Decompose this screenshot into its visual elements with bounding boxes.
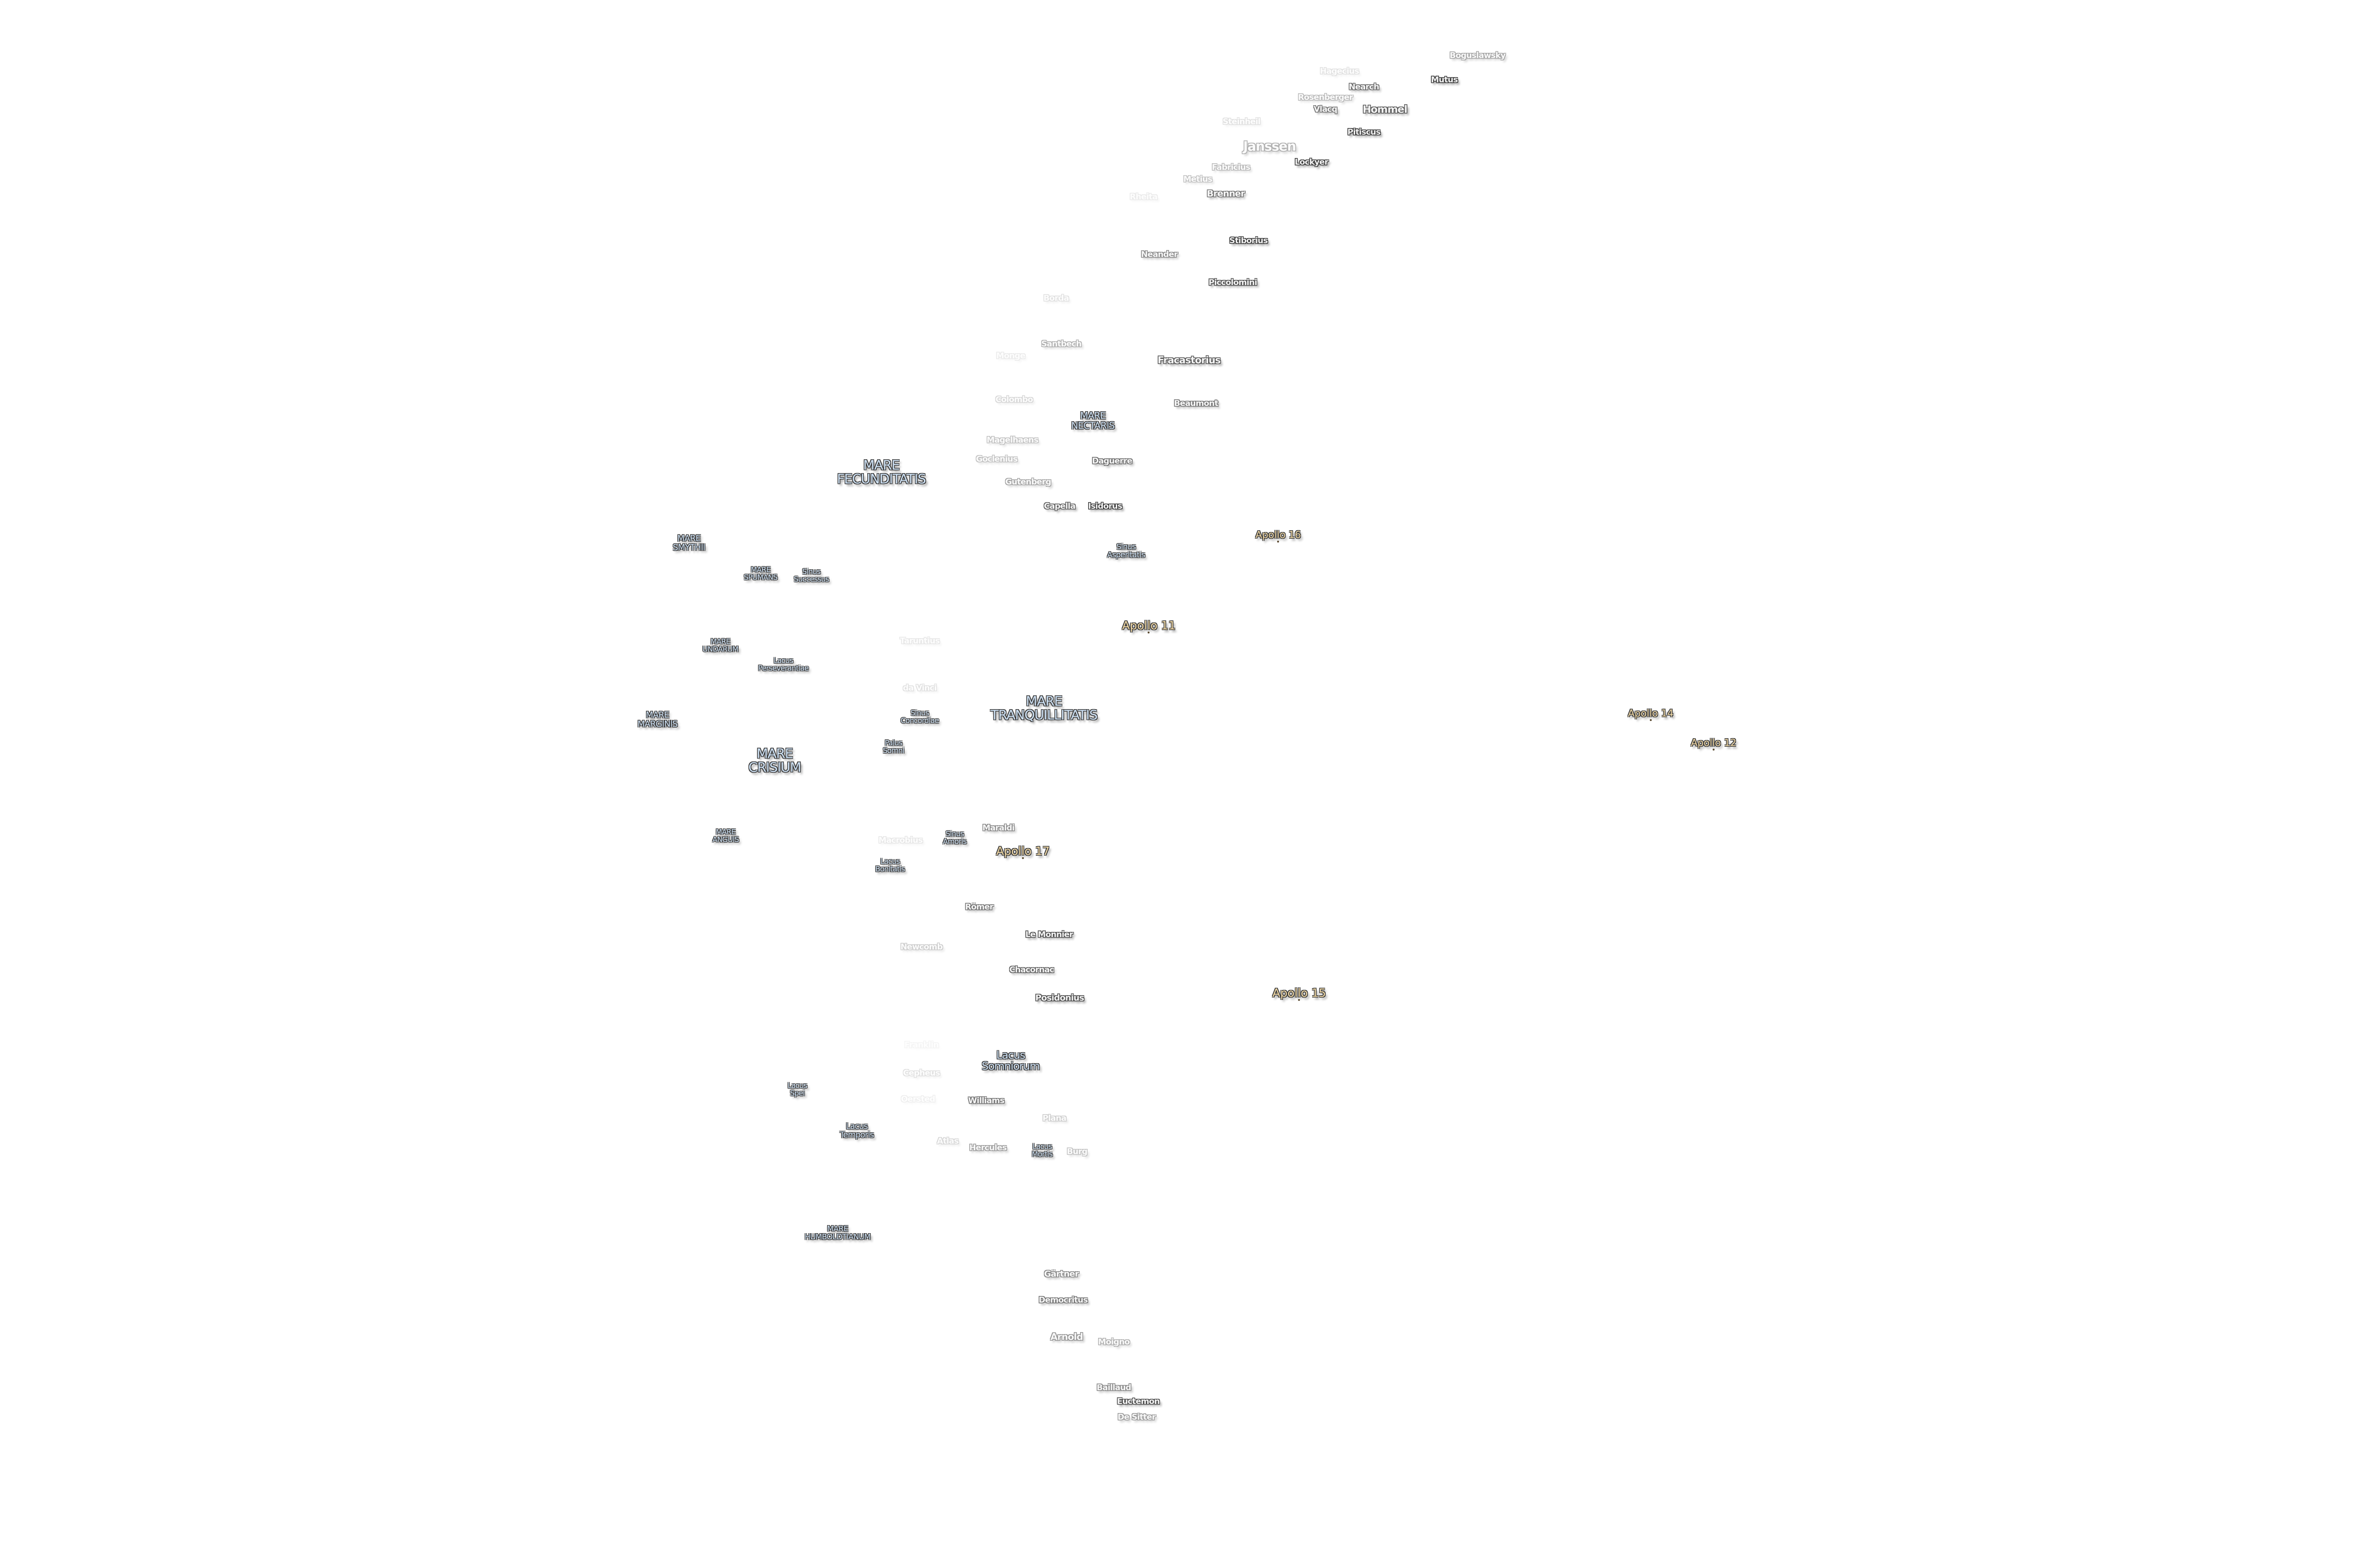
crater-label-goclenius: Goclenius [976,455,1018,465]
landing-site-marker-icon [1713,749,1715,751]
crater-label-maraldi: Maraldi [982,823,1015,833]
crater-label-piccolomini: Piccolomini [1208,278,1257,288]
crater-label-franklin: Franklin [904,1040,939,1050]
crater-label-arnold: Arnold [1050,1331,1083,1343]
crater-label-capella: Capella [1044,502,1076,512]
crater-label-stiborius: Stiborius [1229,236,1268,246]
mare-label-mare-spumans: MARE SPUMANS [744,565,778,582]
crater-label-rheita: Rheita [1130,192,1158,202]
mare-label-palus-somni: Palus Somni [883,738,904,755]
crater-label-boguslawsky: Boguslawsky [1449,50,1506,60]
crater-label-oersted: Oersted [901,1094,935,1104]
crater-label-santbech: Santbech [1041,339,1082,349]
crater-label-neander: Neander [1141,250,1178,260]
crater-label-cepheus: Cepheus [903,1068,940,1078]
crater-label-g-rtner: Gärtner [1044,1269,1079,1279]
crater-label-metius: Metius [1183,175,1212,185]
crater-label-chacornac: Chacornac [1009,965,1054,975]
crater-label-fabricius: Fabricius [1211,162,1250,172]
landing-site-marker-icon [1649,719,1652,721]
mare-label-sinus-concordiae: Sinus Concordiae [901,709,939,725]
mare-label-lacus-temporis: Lacus Temporis [840,1121,874,1140]
crater-label-williams: Williams [968,1096,1005,1106]
mare-label-lacus-mortis: Lacus Mortis [1031,1142,1053,1159]
crater-label-hommel: Hommel [1362,104,1408,116]
crater-label-magelhaens: Magelhaens [986,435,1039,445]
mare-label-mare-humboldtianum: MARE HUMBOLDTIANUM [804,1224,871,1241]
crater-label-newcomb: Newcomb [900,942,943,952]
crater-label-hercules: Hercules [969,1143,1007,1153]
crater-label-mutus: Mutus [1431,75,1458,85]
mare-label-mare-smythii: MARE SMYTHII [673,534,705,553]
crater-label-le-monnier: Le Monnier [1025,930,1073,940]
mare-label-mare-marginis: MARE MARGINIS [637,710,678,730]
crater-label-macrobius: Macrobius [878,836,923,846]
crater-label-beaumont: Beaumont [1174,398,1219,408]
landing-site-label-apollo-16: Apollo 16 [1255,529,1301,541]
crater-label-daguerre: Daguerre [1092,456,1132,466]
landing-site-label-apollo-11: Apollo 11 [1122,619,1176,633]
mare-label-sinus-asperitatis: Sinus Asperitatis [1107,542,1145,560]
crater-label-plana: Plana [1042,1114,1067,1124]
mare-label-lacus-spei: Lacus Spei [787,1081,808,1097]
crater-label-da-vinci: da Vinci [902,683,937,693]
crater-label-taruntius: Taruntius [900,636,940,646]
mare-label-lacus-perseverantiae: Lacus Perseverantiae [758,656,809,672]
mare-label-sinus-successus: Sinus Successus [793,567,829,583]
crater-label-pitiscus: Pitiscus [1347,128,1381,138]
crater-label-moigno: Moigno [1098,1337,1130,1347]
crater-label-posidonius: Posidonius [1035,993,1084,1003]
mare-label-mare-anguis: MARE ANGUIS [712,827,739,844]
crater-label-gutenberg: Gutenberg [1005,477,1051,487]
landing-site-marker-icon [1277,541,1279,543]
crater-label-de-sitter: De Sitter [1117,1413,1156,1423]
landing-site-label-apollo-12: Apollo 12 [1691,737,1736,749]
mare-label-mare-crisium: MARE CRISIUM [748,745,801,775]
landing-site-label-apollo-15: Apollo 15 [1272,986,1326,999]
crater-label-vlacq: Vlacq [1313,105,1338,115]
mare-label-mare-undarum: MARE UNDARUM [702,637,739,653]
crater-label-monge: Monge [996,351,1026,361]
crater-label-borda: Borda [1043,294,1069,304]
crater-label-democritus: Democritus [1039,1295,1088,1305]
crater-label-burg: Burg [1067,1147,1088,1156]
crater-label-isidorus: Isidorus [1088,502,1122,512]
mare-label-lacus-somniorum: Lacus Somniorum [982,1049,1040,1073]
crater-label-colombo: Colombo [995,395,1033,405]
mare-label-mare-tranquillitatis: MARE TRANQUILLITATIS [991,693,1098,723]
crater-label-fracastorius: Fracastorius [1157,354,1221,366]
crater-label-baillaud: Baillaud [1096,1383,1131,1393]
crater-label-atlas: Atlas [937,1136,959,1146]
landing-site-marker-icon [1021,857,1024,859]
mare-label-lacus-bonitatis: Lacus Bonitatis [875,857,905,874]
crater-label-rosenberger: Rosenberger [1298,92,1353,102]
crater-label-janssen: Janssen [1243,139,1296,154]
crater-label-steinheil: Steinheil [1222,117,1261,127]
landing-site-marker-icon [1148,632,1150,634]
crater-label-r-mer: Römer [965,902,994,912]
landing-site-label-apollo-17: Apollo 17 [996,844,1050,858]
crater-label-brenner: Brenner [1207,188,1245,199]
crater-label-euctemon: Euctemon [1117,1397,1160,1407]
crater-label-hagecius: Hagecius [1319,66,1359,76]
mare-label-mare-nectaris: MARE NECTARIS [1071,410,1115,432]
landing-site-label-apollo-14: Apollo 14 [1627,707,1674,719]
mare-label-sinus-amoris: Sinus Amoris [942,829,967,846]
crater-label-lockyer: Lockyer [1295,157,1329,167]
landing-site-marker-icon [1298,998,1300,1001]
crater-label-nearch: Nearch [1349,82,1379,92]
mare-label-mare-fecunditatis: MARE FECUNDITATIS [837,457,926,487]
